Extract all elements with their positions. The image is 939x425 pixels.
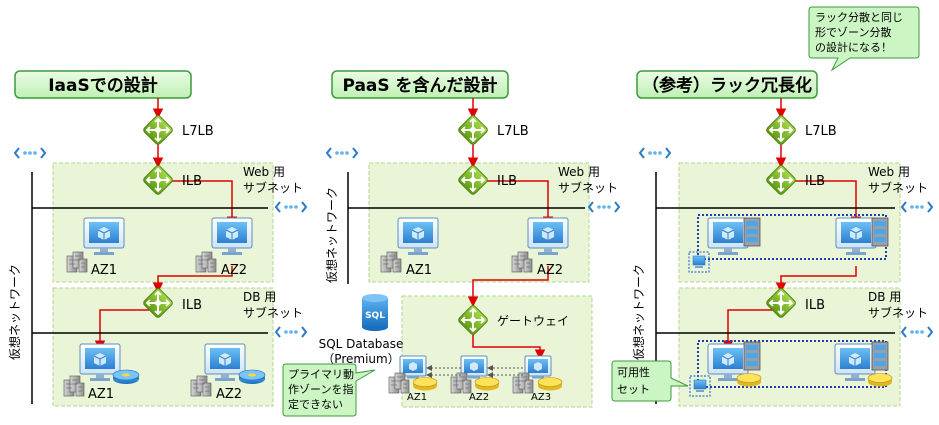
- vnet-icon: [14, 147, 46, 159]
- vnet-icon: [326, 147, 358, 159]
- disk-icon: [474, 377, 500, 391]
- ilb-label: ILB: [805, 174, 825, 189]
- load-balancer-icon: [764, 113, 798, 147]
- panel-paas: PaaS を含んだ設計 仮想ネットワーク L7LB ILB Web 用 サブネッ…: [282, 70, 620, 417]
- panel-iaas: IaaSでの設計 仮想ネットワーク L7LB ILB Web 用 サブネット A…: [7, 70, 307, 407]
- ilb-label: ILB: [497, 174, 517, 189]
- az-label: AZ1: [407, 392, 427, 403]
- availability-set-outline: [697, 340, 887, 388]
- panel-rack: （参考）ラック冗長化 ラック分散と同じ 形でゾーン分散 の設計になる！ 仮想ネッ…: [611, 6, 933, 407]
- availability-set-callout: 可用性 セット: [611, 360, 689, 402]
- subnet-label: Web 用: [558, 165, 600, 179]
- callout-text: 作ゾーンを指: [288, 382, 353, 396]
- server-rack-icon: [871, 341, 889, 371]
- az-label: AZ1: [88, 387, 114, 402]
- ilb-label: ILB: [182, 298, 202, 313]
- disk-icon: [537, 377, 563, 391]
- vnet-icon: [901, 326, 933, 338]
- sql-label: （Premium）: [322, 352, 399, 366]
- az-label: AZ2: [216, 387, 242, 402]
- note-callout: ラック分散と同じ 形でゾーン分散 の設計になる！: [808, 6, 920, 72]
- subnet-label: サブネット: [243, 180, 303, 195]
- gateway-subnet-box: [401, 295, 593, 408]
- az-label: AZ1: [406, 263, 432, 278]
- vnet-icon: [275, 201, 307, 213]
- note-text: 形でゾーン分散: [815, 25, 891, 39]
- gateway-label: ゲートウェイ: [497, 314, 569, 328]
- ilb-label: ILB: [182, 174, 202, 189]
- vnet-icon: [901, 201, 933, 213]
- ilb-label: ILB: [805, 298, 825, 313]
- subnet-label: DB 用: [243, 290, 276, 304]
- disk-icon: [867, 373, 893, 387]
- note-text: ラック分散と同じ: [815, 10, 903, 24]
- sql-label: SQL Database: [319, 337, 404, 351]
- vnet-icon: [275, 326, 307, 338]
- disk-icon: [736, 373, 762, 387]
- panel-title: IaaSでの設計: [48, 75, 158, 96]
- panel-title: （参考）ラック冗長化: [642, 75, 812, 96]
- title-box: [331, 70, 509, 99]
- server-rack-icon: [743, 217, 761, 247]
- subnet-label: サブネット: [868, 180, 928, 195]
- az-label: AZ2: [537, 263, 563, 278]
- az-label: AZ2: [469, 392, 489, 403]
- panel-title: PaaS を含んだ設計: [342, 75, 497, 96]
- avset-label: セット: [617, 383, 650, 396]
- lb-label: L7LB: [182, 124, 214, 139]
- note-text: の設計になる！: [815, 40, 892, 54]
- server-rack-icon: [743, 341, 761, 371]
- disk-icon: [112, 369, 140, 385]
- subnet-label: サブネット: [243, 305, 303, 320]
- az-label: AZ2: [221, 263, 247, 278]
- load-balancer-icon: [456, 113, 490, 147]
- az-label: AZ1: [91, 263, 117, 278]
- subnet-label: Web 用: [243, 165, 285, 179]
- lb-label: L7LB: [805, 124, 837, 139]
- title-box: [14, 70, 192, 99]
- server-rack-icon: [871, 217, 889, 247]
- vnet-icon: [639, 147, 671, 159]
- title-box: [636, 70, 818, 99]
- az-label: AZ3: [531, 392, 551, 403]
- disk-icon: [238, 369, 266, 385]
- subnet-label: サブネット: [558, 180, 618, 195]
- subnet-label: Web 用: [868, 165, 910, 179]
- subnet-label: サブネット: [868, 305, 928, 320]
- subnet-label: DB 用: [868, 290, 901, 304]
- load-balancer-icon: [141, 113, 175, 147]
- sql-database-icon: SQL: [362, 294, 388, 331]
- network-label: 仮想ネットワーク: [631, 264, 646, 360]
- network-label: 仮想ネットワーク: [324, 187, 339, 283]
- vnet-icon: [588, 201, 620, 213]
- network-label: 仮想ネットワーク: [7, 264, 22, 360]
- callout-box: プライマリ動 作ゾーンを指 定できない: [282, 363, 376, 417]
- callout-text: プライマリ動: [288, 367, 354, 381]
- callout-text: 定できない: [288, 397, 343, 411]
- sql-icon-text: SQL: [365, 311, 385, 321]
- disk-icon: [412, 377, 438, 391]
- avset-label: 可用性: [617, 365, 650, 379]
- lb-label: L7LB: [497, 124, 529, 139]
